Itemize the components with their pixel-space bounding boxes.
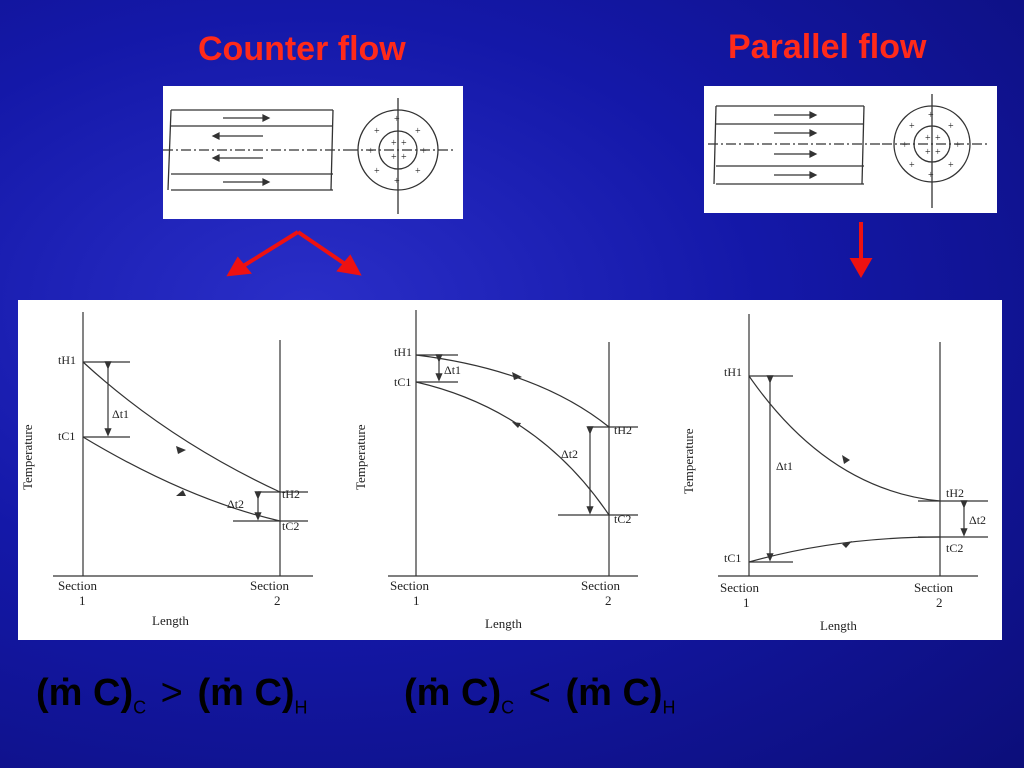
g3-section1: Section — [720, 580, 759, 595]
g2-dt2: Δt2 — [561, 447, 578, 461]
svg-text:+: + — [955, 140, 961, 151]
svg-text:+: + — [948, 121, 954, 132]
svg-text:+: + — [401, 152, 407, 163]
g2-tH1: tH1 — [394, 345, 412, 359]
g2-section1: Section — [390, 578, 429, 593]
g1-dt1: Δt1 — [112, 407, 129, 421]
g1-xlabel: Length — [152, 613, 189, 628]
eq-right-rhs-sub: H — [662, 697, 676, 718]
svg-text:+: + — [401, 138, 407, 149]
g3-xlabel: Length — [820, 618, 857, 633]
arrow-left-icon — [238, 230, 300, 270]
eq-left-lhs-sub: C — [133, 697, 147, 718]
svg-text:+: + — [902, 140, 908, 151]
svg-text:+: + — [374, 126, 380, 137]
eq-left-rhs: (ṁ C) — [197, 672, 295, 714]
svg-text:+: + — [948, 160, 954, 171]
g1-tH1: tH1 — [58, 353, 76, 367]
g2-ylabel: Temperature — [353, 424, 368, 490]
parallel-flow-title: Parallel flow — [728, 28, 927, 66]
svg-text:+: + — [394, 176, 400, 187]
graph-counter-flow-1 — [53, 312, 313, 577]
svg-text:+: + — [928, 110, 934, 121]
g1-tH2: tH2 — [282, 487, 300, 501]
g3-section1-num: 1 — [743, 595, 750, 610]
eq-right-lhs: (ṁ C) — [404, 672, 502, 714]
g1-section2: Section — [250, 578, 289, 593]
g2-tC1: tC1 — [394, 375, 411, 389]
g3-tC1: tC1 — [724, 551, 741, 565]
eq-right-lhs-sub: C — [501, 697, 515, 718]
g3-section2-num: 2 — [936, 595, 943, 610]
svg-text:+: + — [928, 170, 934, 181]
svg-text:+: + — [909, 121, 915, 132]
svg-text:+: + — [909, 160, 915, 171]
svg-text:+: + — [925, 133, 931, 144]
g2-section1-num: 1 — [413, 593, 420, 608]
g2-section2-num: 2 — [605, 593, 612, 608]
svg-text:+: + — [391, 138, 397, 149]
g3-tH2: tH2 — [946, 486, 964, 500]
parallel-flow-schematic: +++ ++ +++ ++ ++ — [704, 86, 997, 213]
graph-counter-flow-2 — [388, 310, 638, 577]
g3-tC2: tC2 — [946, 541, 963, 555]
svg-text:+: + — [374, 166, 380, 177]
eq-left-op: > — [160, 672, 183, 714]
g2-dt1: Δt1 — [444, 363, 461, 377]
g1-dt2: Δt2 — [227, 497, 244, 511]
svg-text:+: + — [415, 166, 421, 177]
g1-tC2: tC2 — [282, 519, 299, 533]
svg-text:+: + — [421, 146, 427, 157]
g2-tC2: tC2 — [614, 512, 631, 526]
eq-right-rhs: (ṁ C) — [565, 672, 663, 714]
eq-right-op: < — [528, 672, 551, 714]
svg-text:+: + — [935, 147, 941, 158]
g3-ylabel: Temperature — [681, 428, 696, 494]
arrow-right-icon — [296, 230, 350, 268]
g1-section1: Section — [58, 578, 97, 593]
temperature-graphs: Temperature tH1 tC1 Δt1 tH2 tC2 Δt2 Sect… — [18, 300, 1002, 640]
g3-dt1: Δt1 — [776, 459, 793, 473]
g2-tH2: tH2 — [614, 423, 632, 437]
g1-section1-num: 1 — [79, 593, 86, 608]
svg-text:+: + — [925, 147, 931, 158]
g2-section2: Section — [581, 578, 620, 593]
g2-xlabel: Length — [485, 616, 522, 631]
g3-tH1: tH1 — [724, 365, 742, 379]
eq-left-lhs: (ṁ C) — [36, 672, 134, 714]
counter-flow-schematic: +++ ++ +++ ++ ++ — [163, 86, 463, 219]
eq-left-rhs-sub: H — [294, 697, 308, 718]
svg-text:+: + — [935, 133, 941, 144]
g1-section2-num: 2 — [274, 593, 281, 608]
svg-text:+: + — [368, 146, 374, 157]
g3-dt2: Δt2 — [969, 513, 986, 527]
red-arrows — [226, 222, 873, 279]
g1-ylabel: Temperature — [20, 424, 35, 490]
graph-parallel-flow — [718, 314, 988, 577]
counter-flow-title: Counter flow — [198, 30, 406, 68]
svg-text:+: + — [415, 126, 421, 137]
svg-text:+: + — [394, 114, 400, 125]
g3-section2: Section — [914, 580, 953, 595]
g1-tC1: tC1 — [58, 429, 75, 443]
equation-left: (ṁ C)C > (ṁ C)H — [36, 672, 308, 719]
equation-right: (ṁ C)C < (ṁ C)H — [404, 672, 676, 719]
svg-text:+: + — [391, 152, 397, 163]
